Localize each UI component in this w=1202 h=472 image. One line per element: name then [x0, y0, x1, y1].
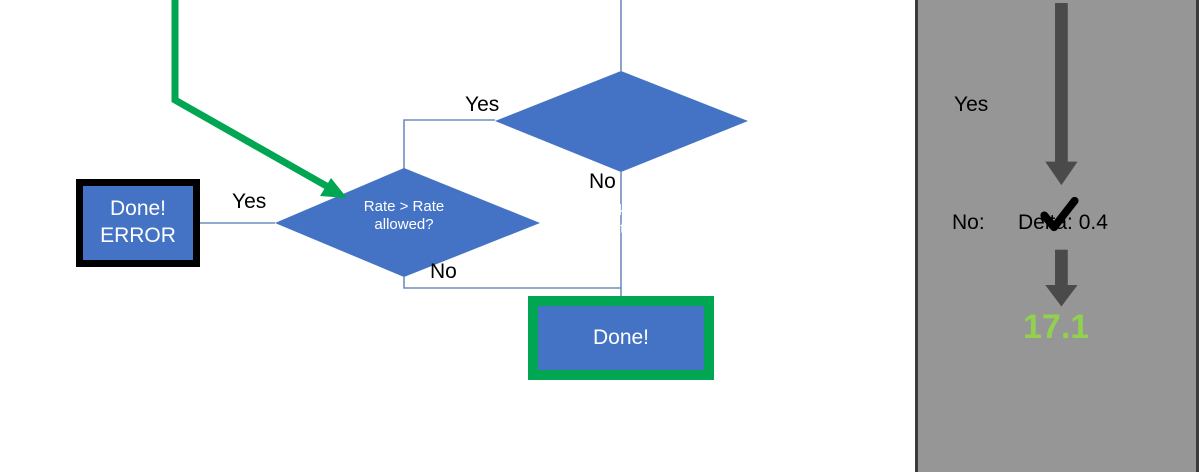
edge-label-check-max-yes: Yes: [465, 93, 500, 116]
panel-no-label: No:: [952, 211, 985, 234]
process-done-ok-label: Done!: [592, 325, 650, 349]
highlight-path-green: [171, 0, 339, 196]
panel-arrows: [1040, 3, 1079, 307]
edge-label-check-max-no: No: [589, 170, 616, 193]
arrow-no-shaft: [1055, 249, 1068, 289]
decision-rate-greater-than-allowed[interactable]: [275, 168, 540, 277]
panel-yes-label: Yes: [954, 93, 989, 116]
process-done-error[interactable]: Done! ERROR: [76, 179, 200, 267]
arrow-yes-shaft: [1055, 3, 1068, 166]
process-done-ok[interactable]: Done!: [528, 296, 714, 380]
arrow-yes-head: [1045, 161, 1078, 186]
check-mark-icon: [1040, 196, 1079, 232]
decision-check-max-rate[interactable]: [495, 71, 748, 172]
panel-result-value: 17.1: [1023, 308, 1090, 346]
arrow-no-head: [1045, 284, 1078, 307]
edge-label-rate-yes: Yes: [232, 190, 267, 213]
detail-panel: Yes No: Delta: 0.4 17.1: [915, 0, 1199, 472]
panel-delta-label: Delta: 0.4: [1018, 211, 1108, 234]
flowchart-graphics: [171, 0, 748, 296]
connector-rate-no: [403, 277, 621, 289]
process-done-error-label: Done! ERROR: [100, 197, 176, 247]
highlight-path-arrowhead: [320, 178, 347, 198]
edge-label-rate-no: No: [430, 260, 457, 283]
